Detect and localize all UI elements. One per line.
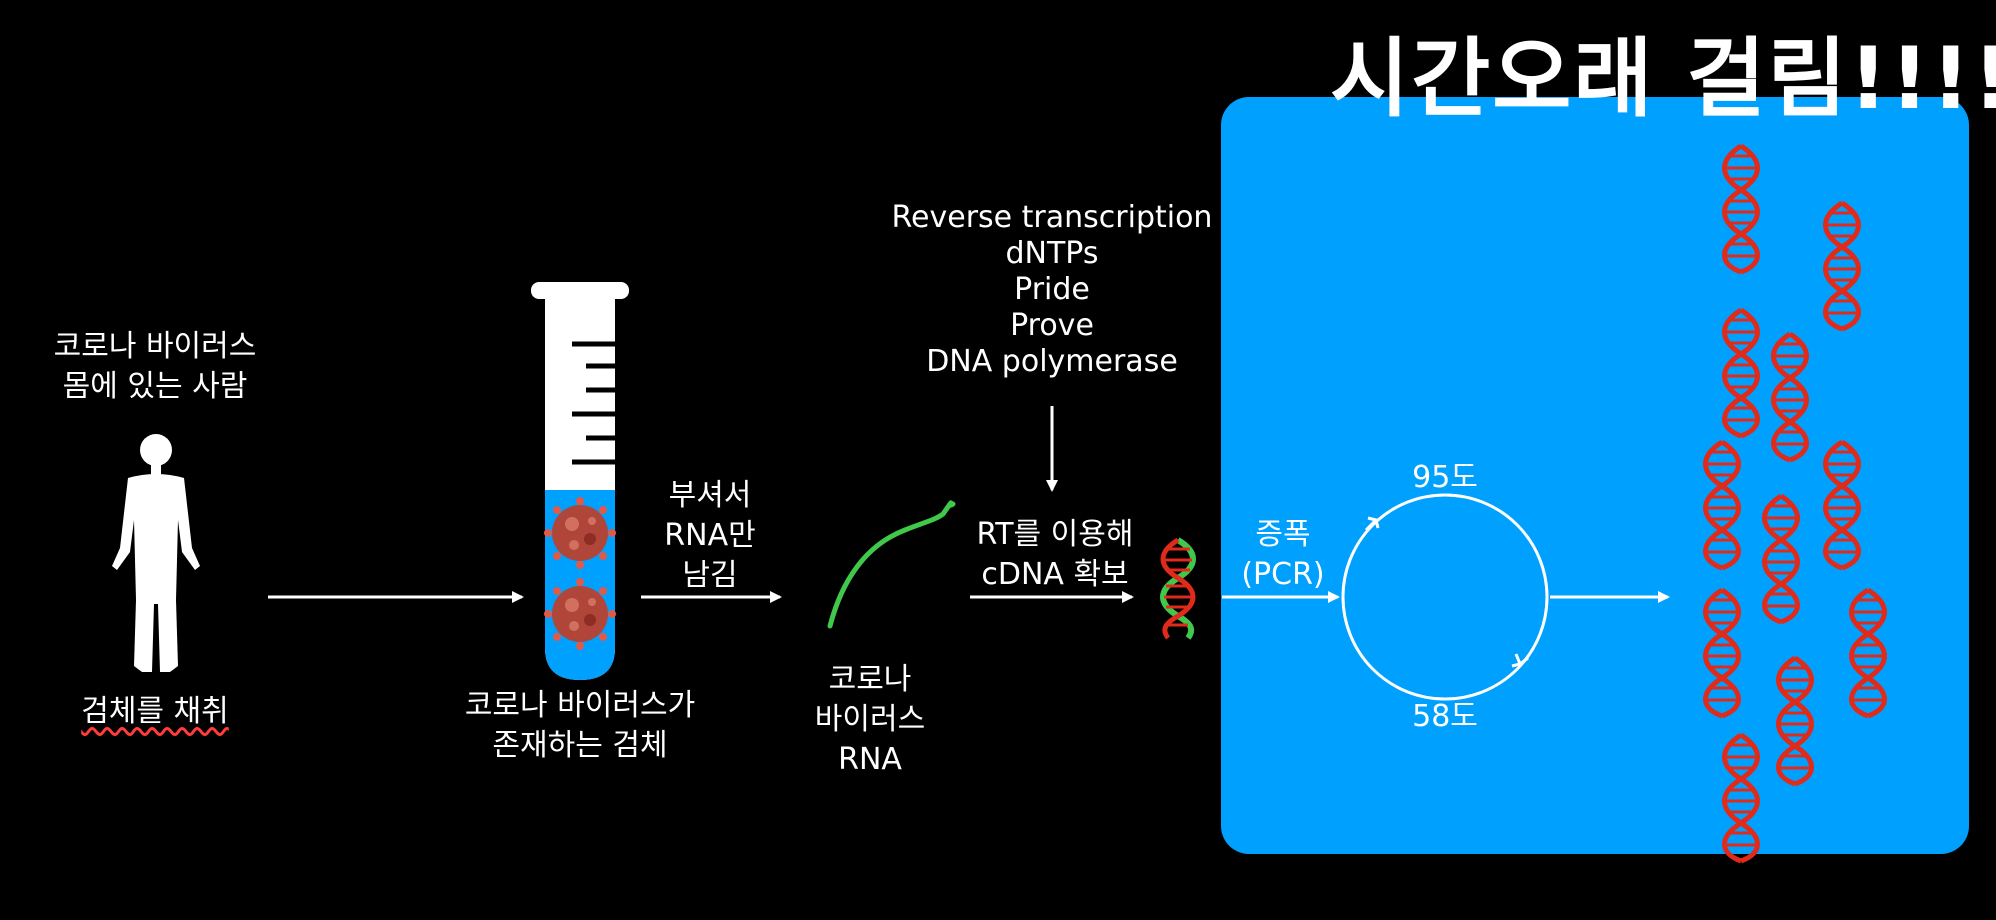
virus-icon [544,578,616,650]
virus-icon [544,497,616,569]
reagent-item: dNTPs [1005,236,1099,271]
dna-helix-icon [1725,310,1758,436]
headline: 시간오래 걸림!!!!! [1330,29,1996,129]
rna-strand-icon [827,500,956,629]
person-label-bottom: 검체를 채취 [81,694,229,729]
reagent-item: Prove [1010,308,1094,343]
rt-label: RT를 이용해 cDNA 확보 [976,517,1134,592]
break-label: 부셔서 RNA만 남김 [664,478,756,593]
tube-label: 코로나 바이러스가 존재하는 검체 [464,688,696,763]
reagent-list: Reverse transcription dNTPs Pride Prove … [880,200,1224,380]
person-silhouette-icon [112,434,200,672]
person-label-top: 코로나 바이러스 몸에 있는 사람 [53,329,257,404]
rna-label: 코로나 바이러스 RNA [814,662,926,777]
dna-helix-icon [1706,590,1739,716]
dna-helix-icon [1779,658,1812,784]
dna-helix-icon [1706,442,1739,568]
amplified-dna [1706,146,1885,861]
dna-helix-icon [1160,537,1196,640]
cycle-icon [1341,493,1549,701]
dna-helix-icon [1774,334,1807,460]
dna-helix-icon [1852,590,1885,716]
dna-helix-icon [1826,442,1859,568]
reagent-item: Pride [1014,272,1090,307]
dna-helix-icon [1765,496,1798,622]
temp-top-label: 95도 [1412,460,1478,495]
dna-helix-icon [1725,735,1758,861]
reagent-item: Reverse transcription [891,200,1213,235]
test-tube-icon [531,282,629,680]
reagent-item: DNA polymerase [926,344,1178,379]
temp-bottom-label: 58도 [1412,699,1478,734]
amplify-label: 증폭 (PCR) [1241,517,1325,592]
dna-helix-icon [1826,203,1859,329]
dna-helix-icon [1725,146,1758,272]
